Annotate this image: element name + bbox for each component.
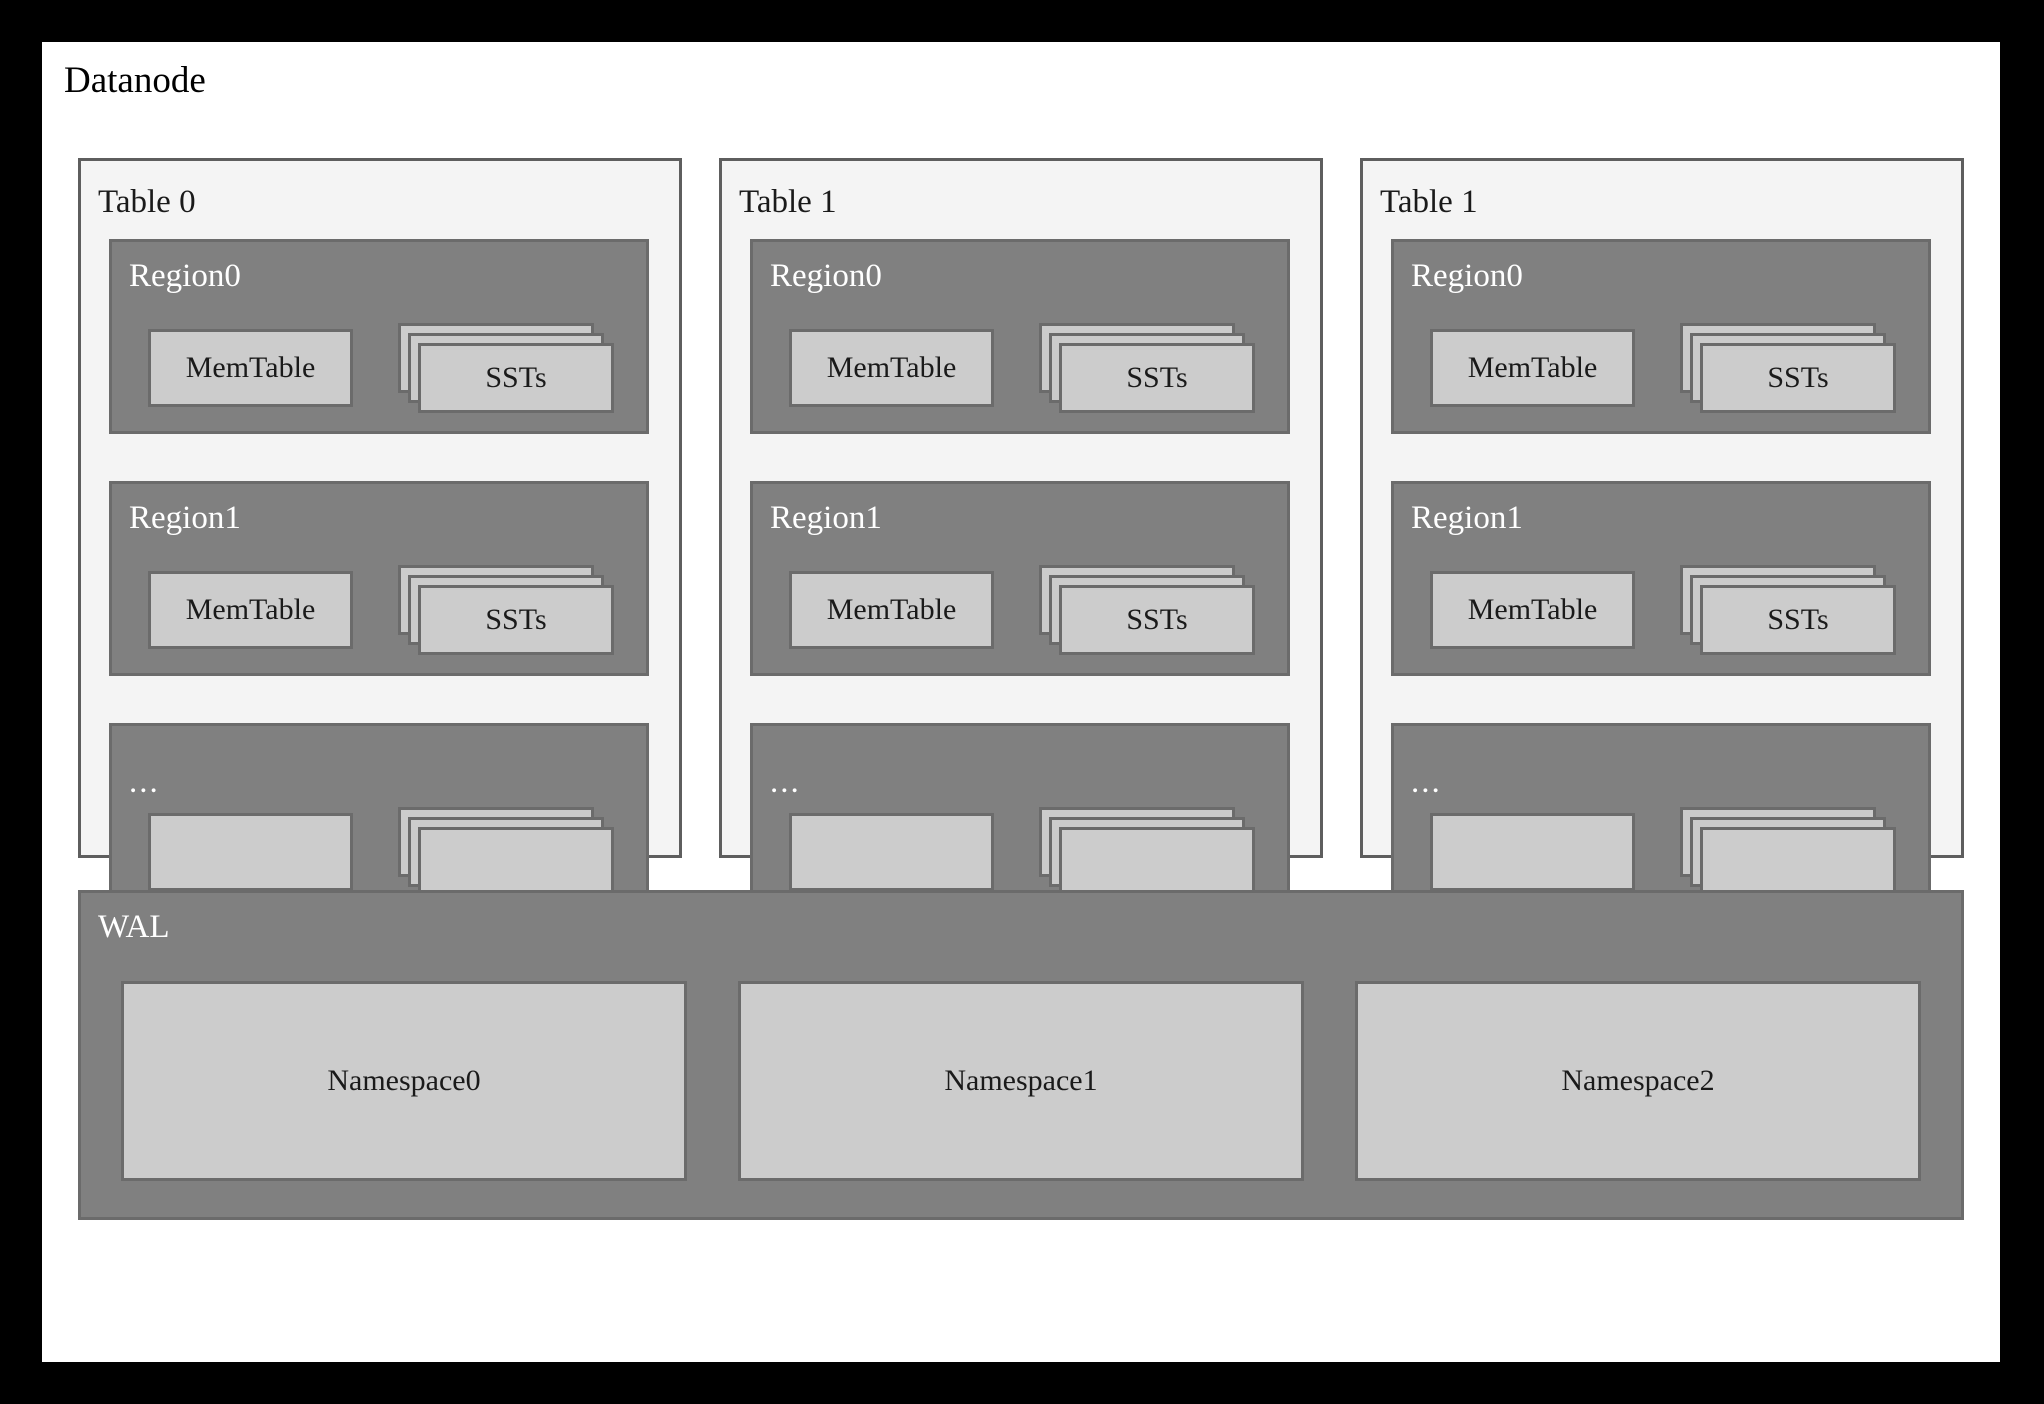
table-title: Table 1 [739,184,837,220]
ssts-stack[interactable]: SSTs [1039,565,1259,657]
table-title: Table 1 [1380,184,1478,220]
namespace-box-0[interactable]: Namespace0 [121,981,687,1181]
region-label: Region0 [129,258,241,294]
ssts-stack[interactable]: SSTs [398,565,618,657]
memtable-box[interactable]: MemTable [148,571,353,649]
region-label: Region1 [129,500,241,536]
ellipsis-icon: ... [129,764,160,800]
ssts-stack[interactable]: SSTs [1039,323,1259,415]
ssts-stack[interactable]: SSTs [1680,323,1900,415]
ssts-sheet-front: SSTs [418,585,614,655]
region-box-overflow[interactable]: ... [1391,723,1931,918]
wal-band[interactable]: WAL Namespace0 Namespace1 Namespace2 [78,890,1964,1220]
wal-label: WAL [98,909,170,945]
memtable-box[interactable] [1430,813,1635,891]
table-panel-2[interactable]: Table 1 Region0 MemTable SSTs Region1 [1360,158,1964,918]
table-title: Table 0 [98,184,196,220]
ssts-sheet-front: SSTs [418,343,614,413]
region-box-overflow[interactable]: ... [750,723,1290,918]
regions-list: Region0 MemTable SSTs Region1 MemTable [750,239,1290,918]
region-contents [148,807,618,897]
ssts-sheet-front [418,827,614,897]
memtable-box[interactable]: MemTable [1430,329,1635,407]
ssts-stack[interactable]: SSTs [398,323,618,415]
memtable-box[interactable]: MemTable [789,329,994,407]
tables-row: Table 0 Region0 MemTable SSTs Region1 [78,158,1964,918]
region-label: Region1 [770,500,882,536]
region-contents: MemTable SSTs [789,565,1259,655]
region-box[interactable]: Region1 MemTable SSTs [1391,481,1931,676]
region-box[interactable]: Region0 MemTable SSTs [750,239,1290,434]
region-contents [1430,807,1900,897]
table-panel-1[interactable]: Table 1 Region0 MemTable SSTs Region1 [719,158,1323,918]
namespaces-row: Namespace0 Namespace1 Namespace2 [121,981,1921,1181]
regions-list: Region0 MemTable SSTs Region1 MemTable [1391,239,1931,918]
region-contents [789,807,1259,897]
region-box[interactable]: Region1 MemTable SSTs [109,481,649,676]
region-contents: MemTable SSTs [148,323,618,413]
region-box[interactable]: Region1 MemTable SSTs [750,481,1290,676]
ssts-sheet-front: SSTs [1700,585,1896,655]
memtable-box[interactable]: MemTable [1430,571,1635,649]
region-label: Region0 [770,258,882,294]
ssts-sheet-front: SSTs [1059,585,1255,655]
ssts-stack[interactable]: SSTs [1680,565,1900,657]
region-label: Region0 [1411,258,1523,294]
ssts-sheet-front [1059,827,1255,897]
region-label: Region1 [1411,500,1523,536]
regions-list: Region0 MemTable SSTs Region1 MemTable [109,239,649,918]
ellipsis-icon: ... [770,764,801,800]
table-panel-0[interactable]: Table 0 Region0 MemTable SSTs Region1 [78,158,682,918]
namespace-box-1[interactable]: Namespace1 [738,981,1304,1181]
region-contents: MemTable SSTs [1430,323,1900,413]
memtable-box[interactable]: MemTable [789,571,994,649]
memtable-box[interactable]: MemTable [148,329,353,407]
ssts-sheet-front [1700,827,1896,897]
page-title: Datanode [64,60,206,101]
ellipsis-icon: ... [1411,764,1442,800]
diagram-canvas: Datanode Table 0 Region0 MemTable SSTs [42,42,2000,1362]
ssts-stack[interactable] [1039,807,1259,899]
region-contents: MemTable SSTs [789,323,1259,413]
region-contents: MemTable SSTs [1430,565,1900,655]
memtable-box[interactable] [148,813,353,891]
ssts-sheet-front: SSTs [1059,343,1255,413]
region-box[interactable]: Region0 MemTable SSTs [109,239,649,434]
ssts-stack[interactable] [1680,807,1900,899]
namespace-box-2[interactable]: Namespace2 [1355,981,1921,1181]
ssts-sheet-front: SSTs [1700,343,1896,413]
region-contents: MemTable SSTs [148,565,618,655]
region-box[interactable]: Region0 MemTable SSTs [1391,239,1931,434]
region-box-overflow[interactable]: ... [109,723,649,918]
ssts-stack[interactable] [398,807,618,899]
memtable-box[interactable] [789,813,994,891]
